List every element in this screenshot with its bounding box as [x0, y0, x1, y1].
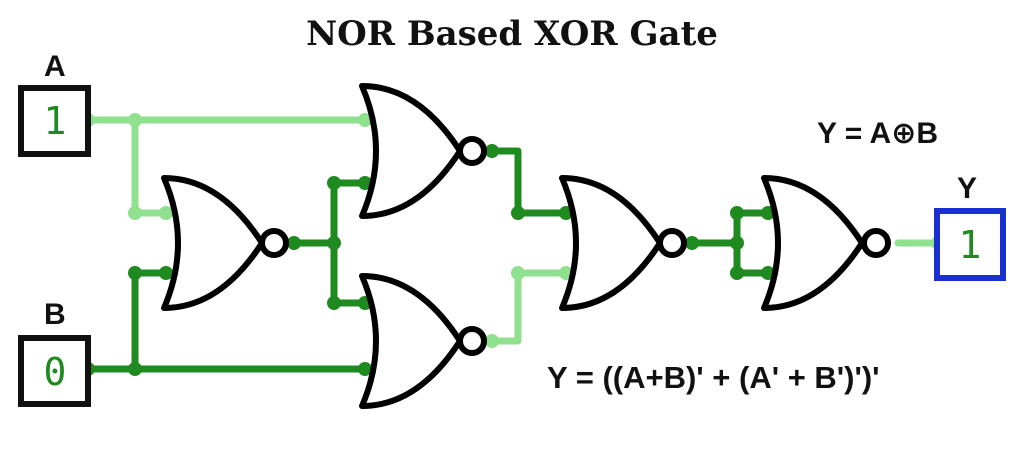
wire-gate2-out — [488, 269, 570, 345]
junction-dot — [730, 206, 744, 220]
junction-dot — [128, 206, 142, 220]
nor-gate-5 — [761, 175, 891, 311]
nor-gate-4 — [559, 175, 687, 311]
nor-gate-2 — [359, 273, 487, 409]
wire-a-to-gate3 — [131, 116, 172, 217]
nor-gate-3 — [161, 175, 289, 311]
output-y-label: Y — [957, 172, 978, 205]
output-y-value: 1 — [959, 223, 982, 267]
junction-dot — [128, 266, 142, 280]
junction-dot — [358, 113, 372, 127]
junction-dot — [327, 176, 341, 190]
junction-dot — [287, 236, 301, 250]
junction-dot — [358, 362, 372, 376]
junction-dot — [128, 362, 142, 376]
junction-dot — [358, 176, 372, 190]
junction-dot — [128, 113, 142, 127]
junction-dot — [485, 334, 499, 348]
output-y-pin: 1 — [934, 208, 1006, 281]
input-a-pin[interactable]: 1 — [18, 85, 91, 157]
junction-dot — [730, 266, 744, 280]
wire-gate1-out — [488, 147, 570, 217]
junction-dot — [327, 296, 341, 310]
junction-dot — [511, 266, 525, 280]
wire-b-to-gate3 — [131, 269, 172, 373]
xor-equation: Y = A⊕B — [817, 117, 939, 150]
input-b-label: B — [44, 298, 66, 331]
input-b-value: 0 — [44, 350, 67, 394]
junction-dot — [730, 236, 744, 250]
junction-dot — [159, 266, 173, 280]
input-a-value: 1 — [44, 99, 67, 143]
junction-dot — [485, 144, 499, 158]
input-a-label: A — [44, 50, 66, 83]
junction-dot — [685, 236, 699, 250]
diagram-title: NOR Based XOR Gate — [306, 14, 718, 54]
junction-dot — [327, 236, 341, 250]
input-b-pin[interactable]: 0 — [18, 335, 91, 407]
nor-gate-1 — [359, 83, 487, 219]
junction-dot — [511, 206, 525, 220]
nor-expansion-equation: Y = ((A+B)' + (A' + B')')' — [547, 360, 880, 395]
junction-dot — [159, 206, 173, 220]
